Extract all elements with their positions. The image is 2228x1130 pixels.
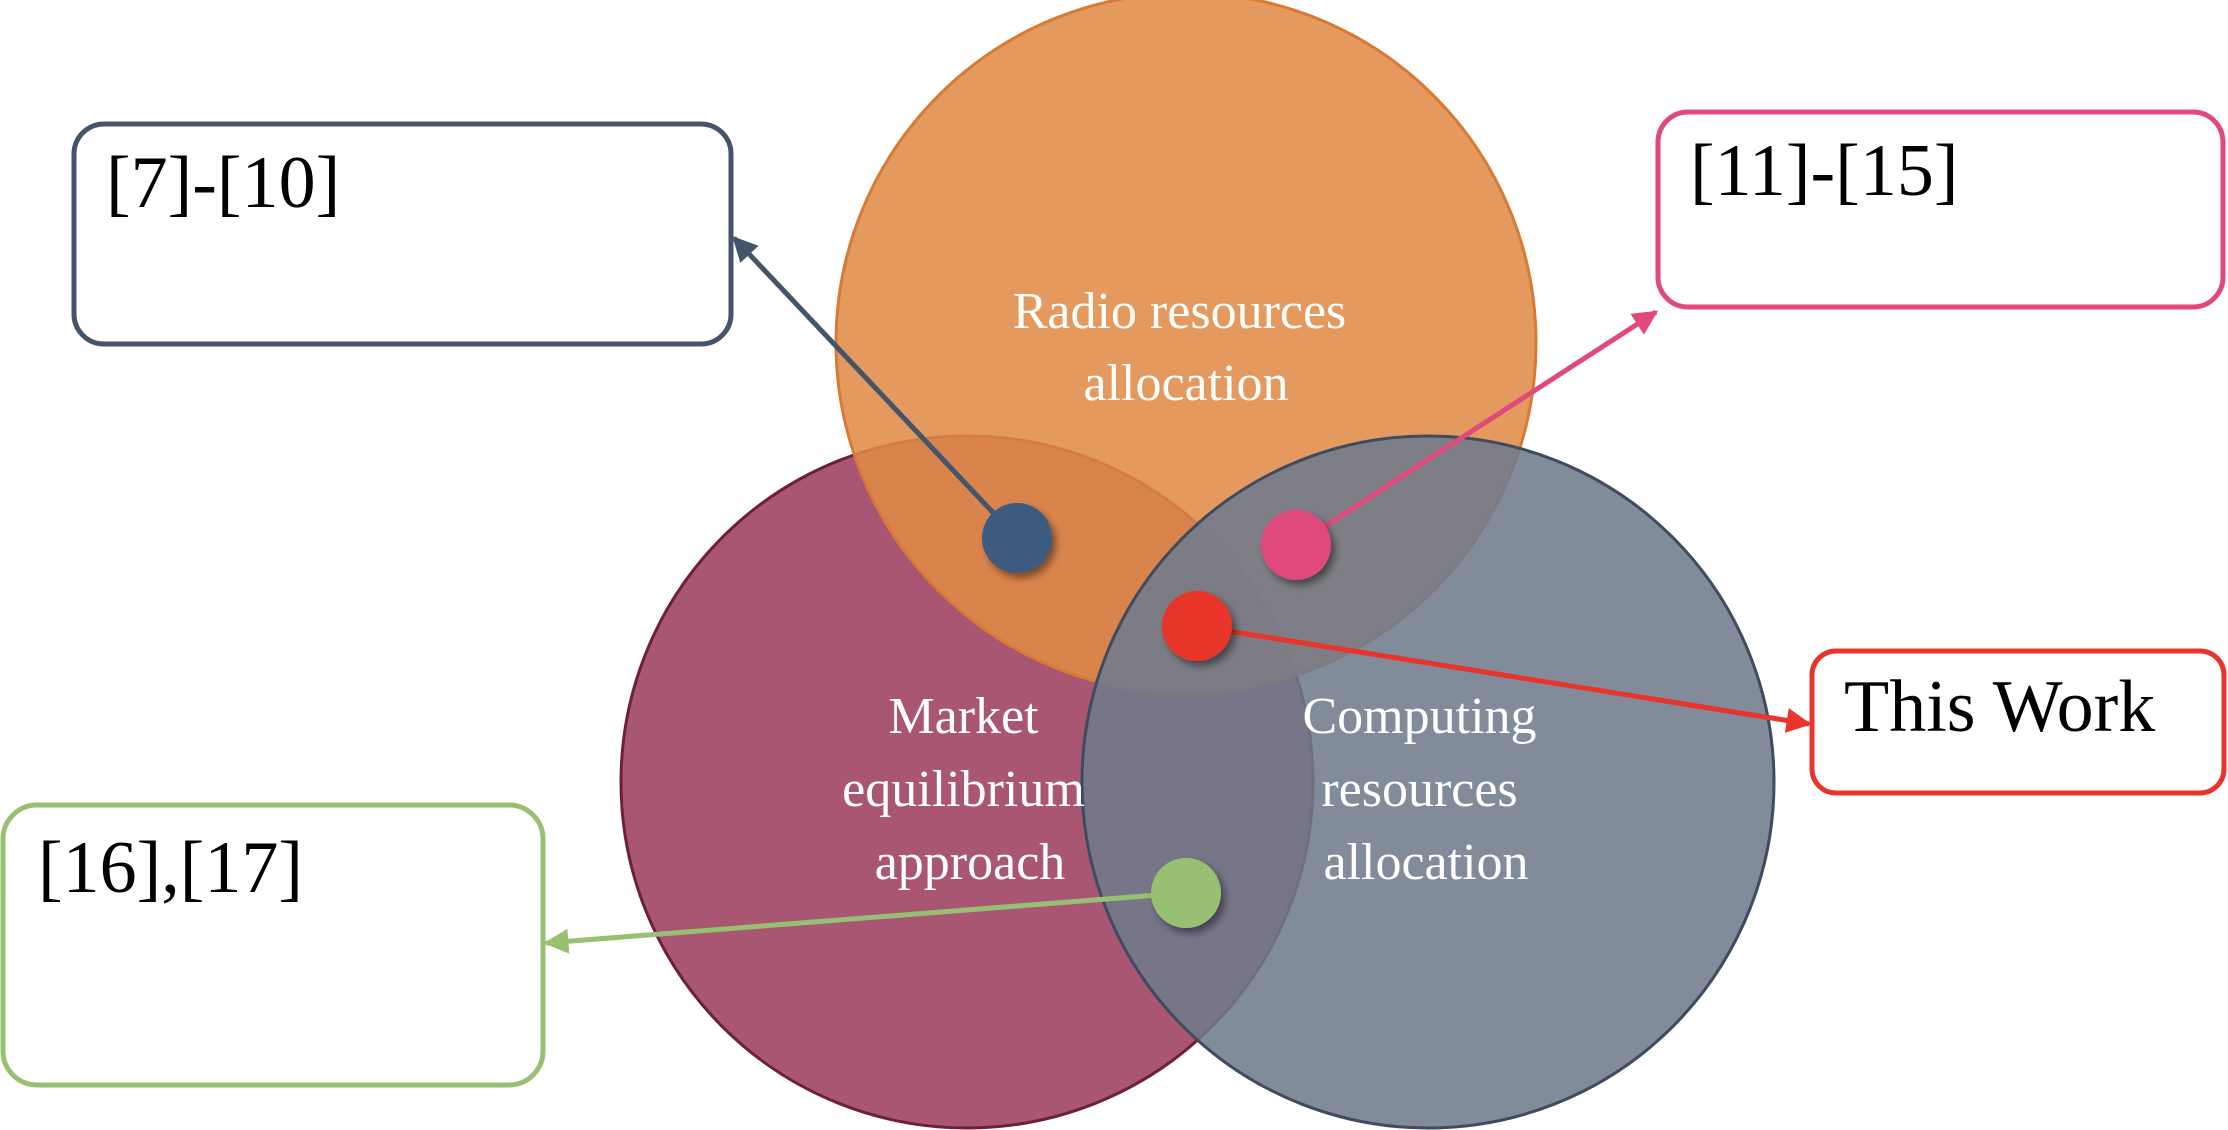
ref-box-market-computing <box>0 802 546 1088</box>
ref-label-radio-computing: [11]-[15] <box>1690 130 1958 212</box>
ref-box-this-work <box>1809 648 2227 796</box>
market-label-line-2: equilibrium <box>842 761 1085 818</box>
ref-label-this-work: This Work <box>1844 666 2155 748</box>
radio-label-line-2: allocation <box>1083 355 1288 412</box>
radio-label-line-1: Radio resources <box>1013 283 1347 340</box>
ref-box-radio-market <box>71 121 734 347</box>
computing-resources-circle <box>1080 434 1776 1130</box>
dot-radio-computing <box>1261 510 1331 580</box>
computing-label-line-3: allocation <box>1323 834 1528 891</box>
radio-circle-label: Radio resources allocation <box>1013 283 1360 412</box>
computing-label-line-1: Computing <box>1302 688 1536 745</box>
arrow-market-computing <box>543 890 1184 954</box>
ref-label-market-computing: [16],[17] <box>38 827 303 909</box>
ref-box-radio-computing <box>1655 109 2226 310</box>
dot-this-work <box>1162 591 1232 661</box>
dot-radio-market <box>982 503 1052 573</box>
computing-circle-label: Computing resources allocation <box>1302 688 1549 891</box>
arrow-this-work <box>1196 623 1812 733</box>
market-circle-label: Market equilibrium approach <box>842 688 1098 891</box>
dot-market-computing <box>1151 858 1221 928</box>
market-label-line-3: approach <box>875 834 1066 891</box>
market-label-line-1: Market <box>888 688 1039 745</box>
arrow-radio-computing <box>1294 309 1659 548</box>
arrow-radio-market <box>732 236 1019 540</box>
ref-label-radio-market: [7]-[10] <box>106 142 340 224</box>
computing-label-line-2: resources <box>1321 761 1517 818</box>
